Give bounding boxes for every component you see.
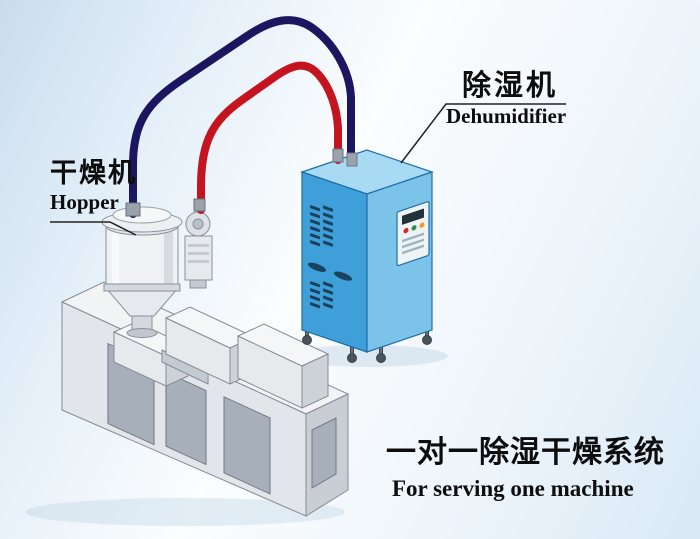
extruder-shadow — [25, 498, 345, 526]
caption-cn: 一对一除湿干燥系统 — [386, 436, 665, 469]
dehumidifier-cabinet — [300, 149, 434, 363]
hose-connectors — [125, 148, 358, 217]
return-air-hose — [197, 61, 342, 214]
hopper-lid-dome — [112, 206, 172, 224]
hopper-hose-connector — [125, 202, 141, 217]
blower-vent-line — [188, 252, 209, 255]
oval-vent — [334, 271, 352, 281]
caster-wheel — [422, 335, 432, 345]
blower-body — [184, 235, 213, 281]
cabinet-hose-connector — [332, 148, 344, 163]
hopper-label-en: Hopper — [50, 190, 119, 214]
panel-display — [402, 208, 424, 225]
extruder-end-door — [311, 417, 337, 489]
panel-indicator-amber — [419, 222, 425, 228]
control-panel — [396, 201, 430, 267]
hopper-unit — [101, 206, 213, 338]
panel-label-line — [402, 232, 424, 243]
blower-vent-line — [188, 244, 209, 247]
extruder-door — [165, 371, 207, 466]
control-panel-plate — [396, 201, 430, 267]
cabinet-front-face — [301, 171, 368, 353]
hopper-flange — [126, 328, 158, 338]
hopper-pointer-line — [50, 221, 137, 236]
panel-indicator-red — [403, 227, 409, 234]
dehumidifier-pointer-line — [400, 103, 566, 164]
blower-hose-connector — [193, 198, 206, 212]
caster-wheel — [376, 353, 386, 363]
vent-slots-top — [308, 205, 352, 309]
panel-label-line — [402, 238, 424, 249]
panel-indicator-green — [411, 225, 417, 231]
hopper-label-cn: 干燥机 — [50, 158, 137, 188]
hopper-highlight — [112, 232, 119, 284]
blower-vent-line — [188, 260, 209, 263]
hopper-shading — [164, 232, 173, 284]
blower-foot — [189, 279, 207, 289]
blower-hub — [192, 218, 204, 230]
cabinet-hose-connector — [346, 152, 358, 167]
air-hoses — [129, 16, 355, 218]
hopper-clamp-band — [103, 283, 181, 292]
panel-label-line — [402, 244, 424, 255]
extruder-machine — [60, 281, 350, 517]
caption-en: For serving one machine — [392, 476, 634, 501]
extruder-door — [223, 396, 271, 495]
drive-block-side — [301, 353, 329, 409]
dry-air-hose — [129, 16, 355, 218]
dehumidifier-label-en: Dehumidifier — [446, 104, 567, 128]
caster-wheels — [302, 327, 432, 363]
caster-wheel — [302, 335, 312, 345]
caster-wheel — [347, 353, 357, 363]
oval-vent — [308, 262, 326, 272]
dehumidifier-label-cn: 除湿机 — [462, 70, 559, 102]
pointer-lines — [50, 103, 566, 236]
